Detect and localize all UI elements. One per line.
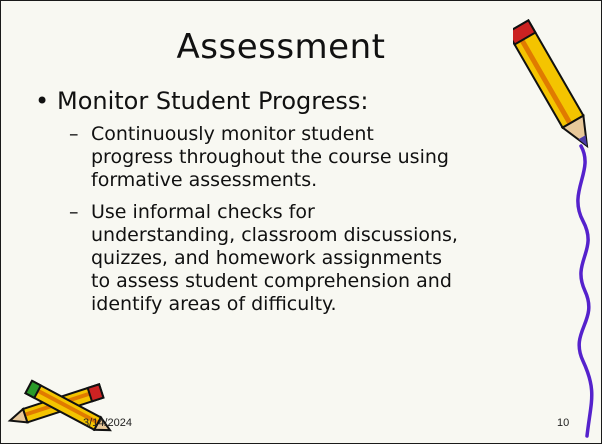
pencil-icon [513, 19, 589, 149]
crossed-pencils-icon [7, 379, 112, 432]
sub-bullet-marker: – [69, 123, 79, 145]
squiggle-line [576, 144, 594, 438]
sub-bullet-item: – Continuously monitor student progress … [69, 123, 461, 192]
sub-bullet-item: – Use informal checks for understanding,… [69, 201, 461, 316]
page-number: 10 [557, 417, 570, 429]
sub-bullet-marker: – [69, 201, 79, 223]
sub-bullet-text: Use informal checks for understanding, c… [91, 201, 458, 315]
slide-title: Assessment [176, 27, 386, 67]
footer-date: 3/14/2024 [83, 417, 132, 429]
bullet-item: • Monitor Student Progress: [35, 87, 369, 115]
bullet-marker: • [35, 87, 50, 115]
sub-bullet-text: Continuously monitor student progress th… [91, 123, 449, 191]
bullet-text: Monitor Student Progress: [57, 87, 369, 115]
